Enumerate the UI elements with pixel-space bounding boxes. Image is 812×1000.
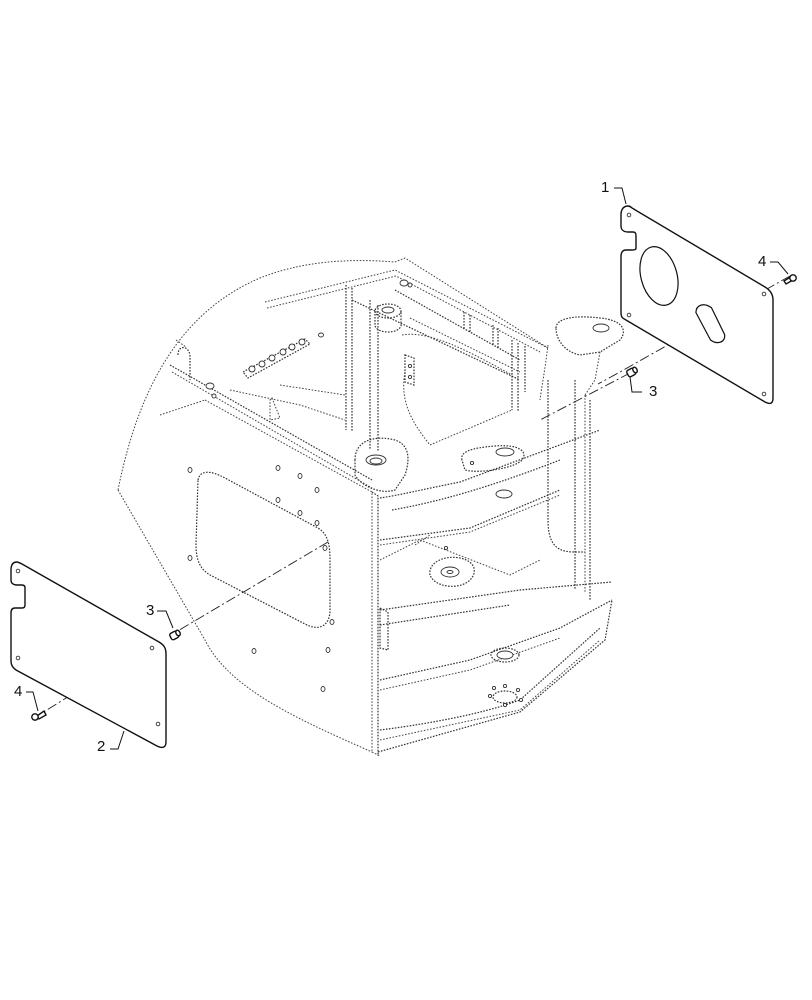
- bolt-rail: [205, 332, 324, 399]
- callout-labels: 1 2 3 3 4 4: [14, 179, 766, 755]
- callout-1[interactable]: 1: [601, 179, 609, 196]
- right-pedestal: [539, 316, 624, 401]
- spacer-left[interactable]: [169, 629, 181, 641]
- front-boss: [354, 437, 409, 492]
- upper-boss: [374, 279, 413, 333]
- callout-4b[interactable]: 4: [14, 683, 22, 700]
- callout-4a[interactable]: 4: [758, 253, 766, 270]
- base-bosses: [487, 647, 524, 708]
- bolt-right[interactable]: [783, 274, 797, 285]
- lower-boss: [429, 545, 475, 587]
- callout-3b[interactable]: 3: [146, 602, 154, 619]
- mid-lug: [461, 445, 525, 499]
- side-plate-holes: [187, 465, 335, 692]
- cover-plate-right[interactable]: [620, 205, 774, 405]
- callout-3a[interactable]: 3: [649, 383, 657, 400]
- cover-plate-left[interactable]: [10, 561, 167, 749]
- bolt-left[interactable]: [31, 709, 47, 721]
- callout-leaders: [26, 187, 789, 750]
- spacer-right[interactable]: [626, 366, 638, 378]
- callout-2[interactable]: 2: [97, 738, 105, 755]
- main-frame: [117, 257, 624, 757]
